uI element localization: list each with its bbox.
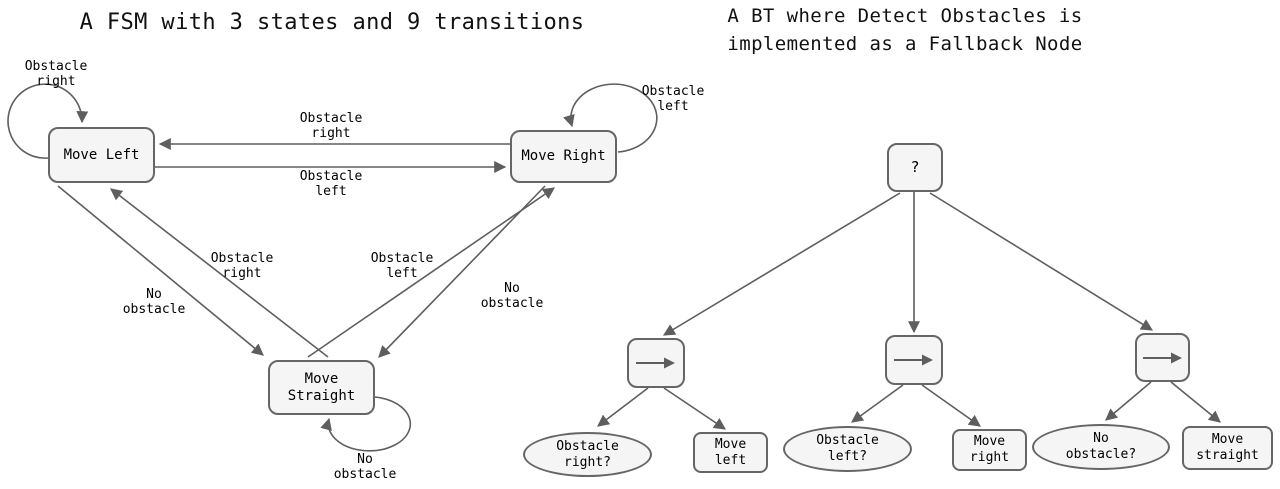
right-arrow-icon xyxy=(894,354,933,366)
bt-title: A BT where Detect Obstacles is implement… xyxy=(727,5,1083,55)
edge-self-loop-move-straight xyxy=(320,396,412,452)
bt-sequence-node-2 xyxy=(885,335,943,385)
right-arrow-icon xyxy=(636,357,675,369)
edge-root-to-sequence-3 xyxy=(929,192,1154,331)
label-move-straight-to-move-right: No obstacle xyxy=(480,281,544,311)
bt-action-move-left: Move left xyxy=(693,432,768,473)
bt-action-move-straight: Move straight xyxy=(1182,426,1273,470)
bt-sequence-node-3 xyxy=(1135,333,1190,382)
edge-root-to-sequence-1 xyxy=(662,192,901,336)
edge-sequence-2-to-condition xyxy=(851,384,904,423)
edge-sequence-3-to-action xyxy=(1170,381,1221,423)
edge-self-loop-move-left xyxy=(7,83,89,159)
edge-move-right-to-move-straight xyxy=(378,185,546,358)
label-move-left-to-move-right: Obstacle left xyxy=(299,169,363,199)
bt-condition-obstacle-right: Obstacle right? xyxy=(523,432,652,477)
bt-sequence-node-1 xyxy=(627,338,685,388)
edge-sequence-1-to-action xyxy=(663,387,726,430)
edge-self-loop-move-right xyxy=(563,83,658,153)
label-self-loop-move-right: Obstacle left xyxy=(641,84,705,114)
bt-condition-obstacle-left: Obstacle left? xyxy=(783,426,912,472)
bt-condition-no-obstacle: No obstacle? xyxy=(1032,424,1170,470)
edge-sequence-1-to-condition xyxy=(597,387,649,427)
edge-move-left-to-move-straight xyxy=(57,185,264,356)
bt-root-fallback-node: ? xyxy=(887,143,943,192)
edge-move-straight-to-move-right xyxy=(307,187,555,358)
label-move-right-to-move-straight: Obstacle left xyxy=(370,251,434,281)
right-arrow-icon xyxy=(1142,352,1182,363)
fsm-state-move-left: Move Left xyxy=(48,127,155,183)
label-self-loop-move-left: Obstacle right xyxy=(24,59,88,89)
label-self-loop-move-straight: No obstacle xyxy=(333,452,397,482)
label-move-right-to-move-left: Obstacle right xyxy=(299,111,363,141)
edge-sequence-2-to-action xyxy=(921,384,981,427)
bt-action-move-right: Move right xyxy=(952,429,1027,471)
label-move-straight-to-move-left: Obstacle right xyxy=(210,251,274,281)
edge-move-straight-to-move-left xyxy=(110,188,329,358)
fsm-state-move-right: Move Right xyxy=(510,130,617,183)
label-move-left-to-move-straight: No obstacle xyxy=(122,287,186,317)
fsm-title: A FSM with 3 states and 9 transitions xyxy=(79,10,585,35)
edge-sequence-3-to-condition xyxy=(1105,381,1152,421)
fsm-state-move-straight: Move Straight xyxy=(268,360,375,415)
